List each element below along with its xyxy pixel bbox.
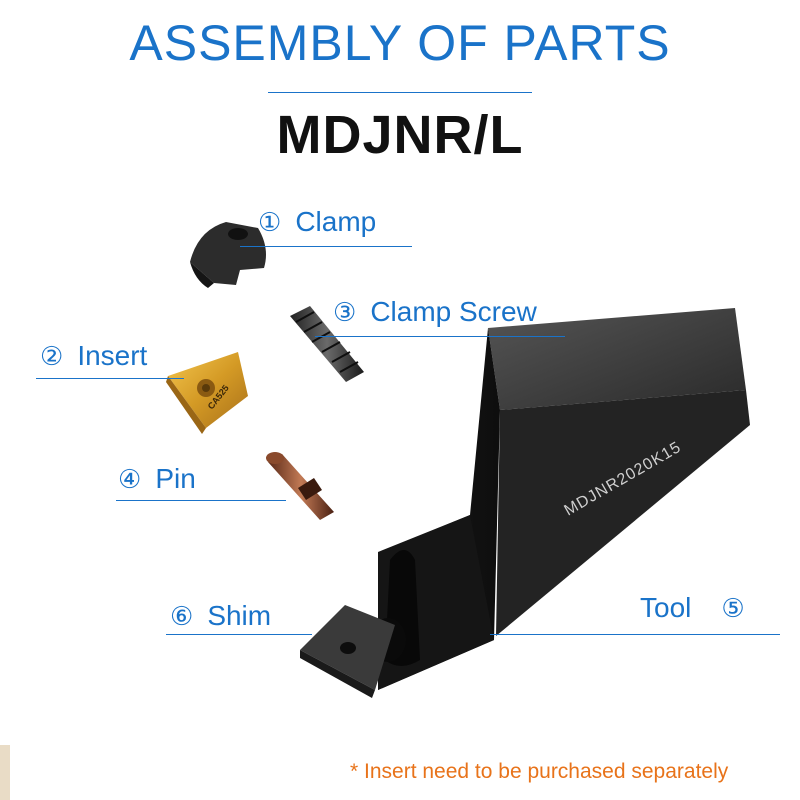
tool-holder (370, 308, 750, 690)
label-shim: ⑥ Shim (170, 600, 271, 632)
rule-shim (166, 634, 312, 635)
number-5-icon: ⑤ (721, 594, 745, 624)
label-insert: ② Insert (40, 340, 147, 372)
label-shim-text: Shim (207, 600, 272, 631)
clamp (190, 222, 266, 288)
insert (166, 352, 248, 434)
pin (266, 452, 334, 520)
label-tool-text: Tool (640, 592, 692, 623)
rule-clamp-screw (315, 336, 565, 337)
number-1-icon: ① (258, 208, 282, 238)
page-title: ASSEMBLY OF PARTS (129, 15, 671, 71)
rule-clamp (240, 246, 412, 247)
label-clamp: ① Clamp (258, 206, 376, 238)
shim (300, 605, 395, 698)
number-4-icon: ④ (118, 465, 142, 495)
rule-insert (36, 378, 184, 379)
label-pin: ④ Pin (118, 463, 196, 495)
label-pin-text: Pin (155, 463, 196, 494)
title-underline (268, 92, 532, 93)
rule-tool (490, 634, 780, 635)
number-2-icon: ② (40, 342, 64, 372)
rule-pin (116, 500, 286, 501)
label-clamp-screw-text: Clamp Screw (370, 296, 537, 327)
label-clamp-screw: ③ Clamp Screw (333, 296, 537, 328)
number-6-icon: ⑥ (170, 602, 194, 632)
label-tool: Tool ⑤ (640, 592, 745, 624)
purchase-note: * Insert need to be purchased separately (350, 760, 729, 783)
label-insert-text: Insert (77, 340, 148, 371)
label-clamp-text: Clamp (295, 206, 377, 237)
number-3-icon: ③ (333, 298, 357, 328)
model-subtitle: MDJNR/L (276, 105, 524, 165)
corner-strip (0, 745, 10, 800)
clamp-screw (290, 306, 364, 382)
